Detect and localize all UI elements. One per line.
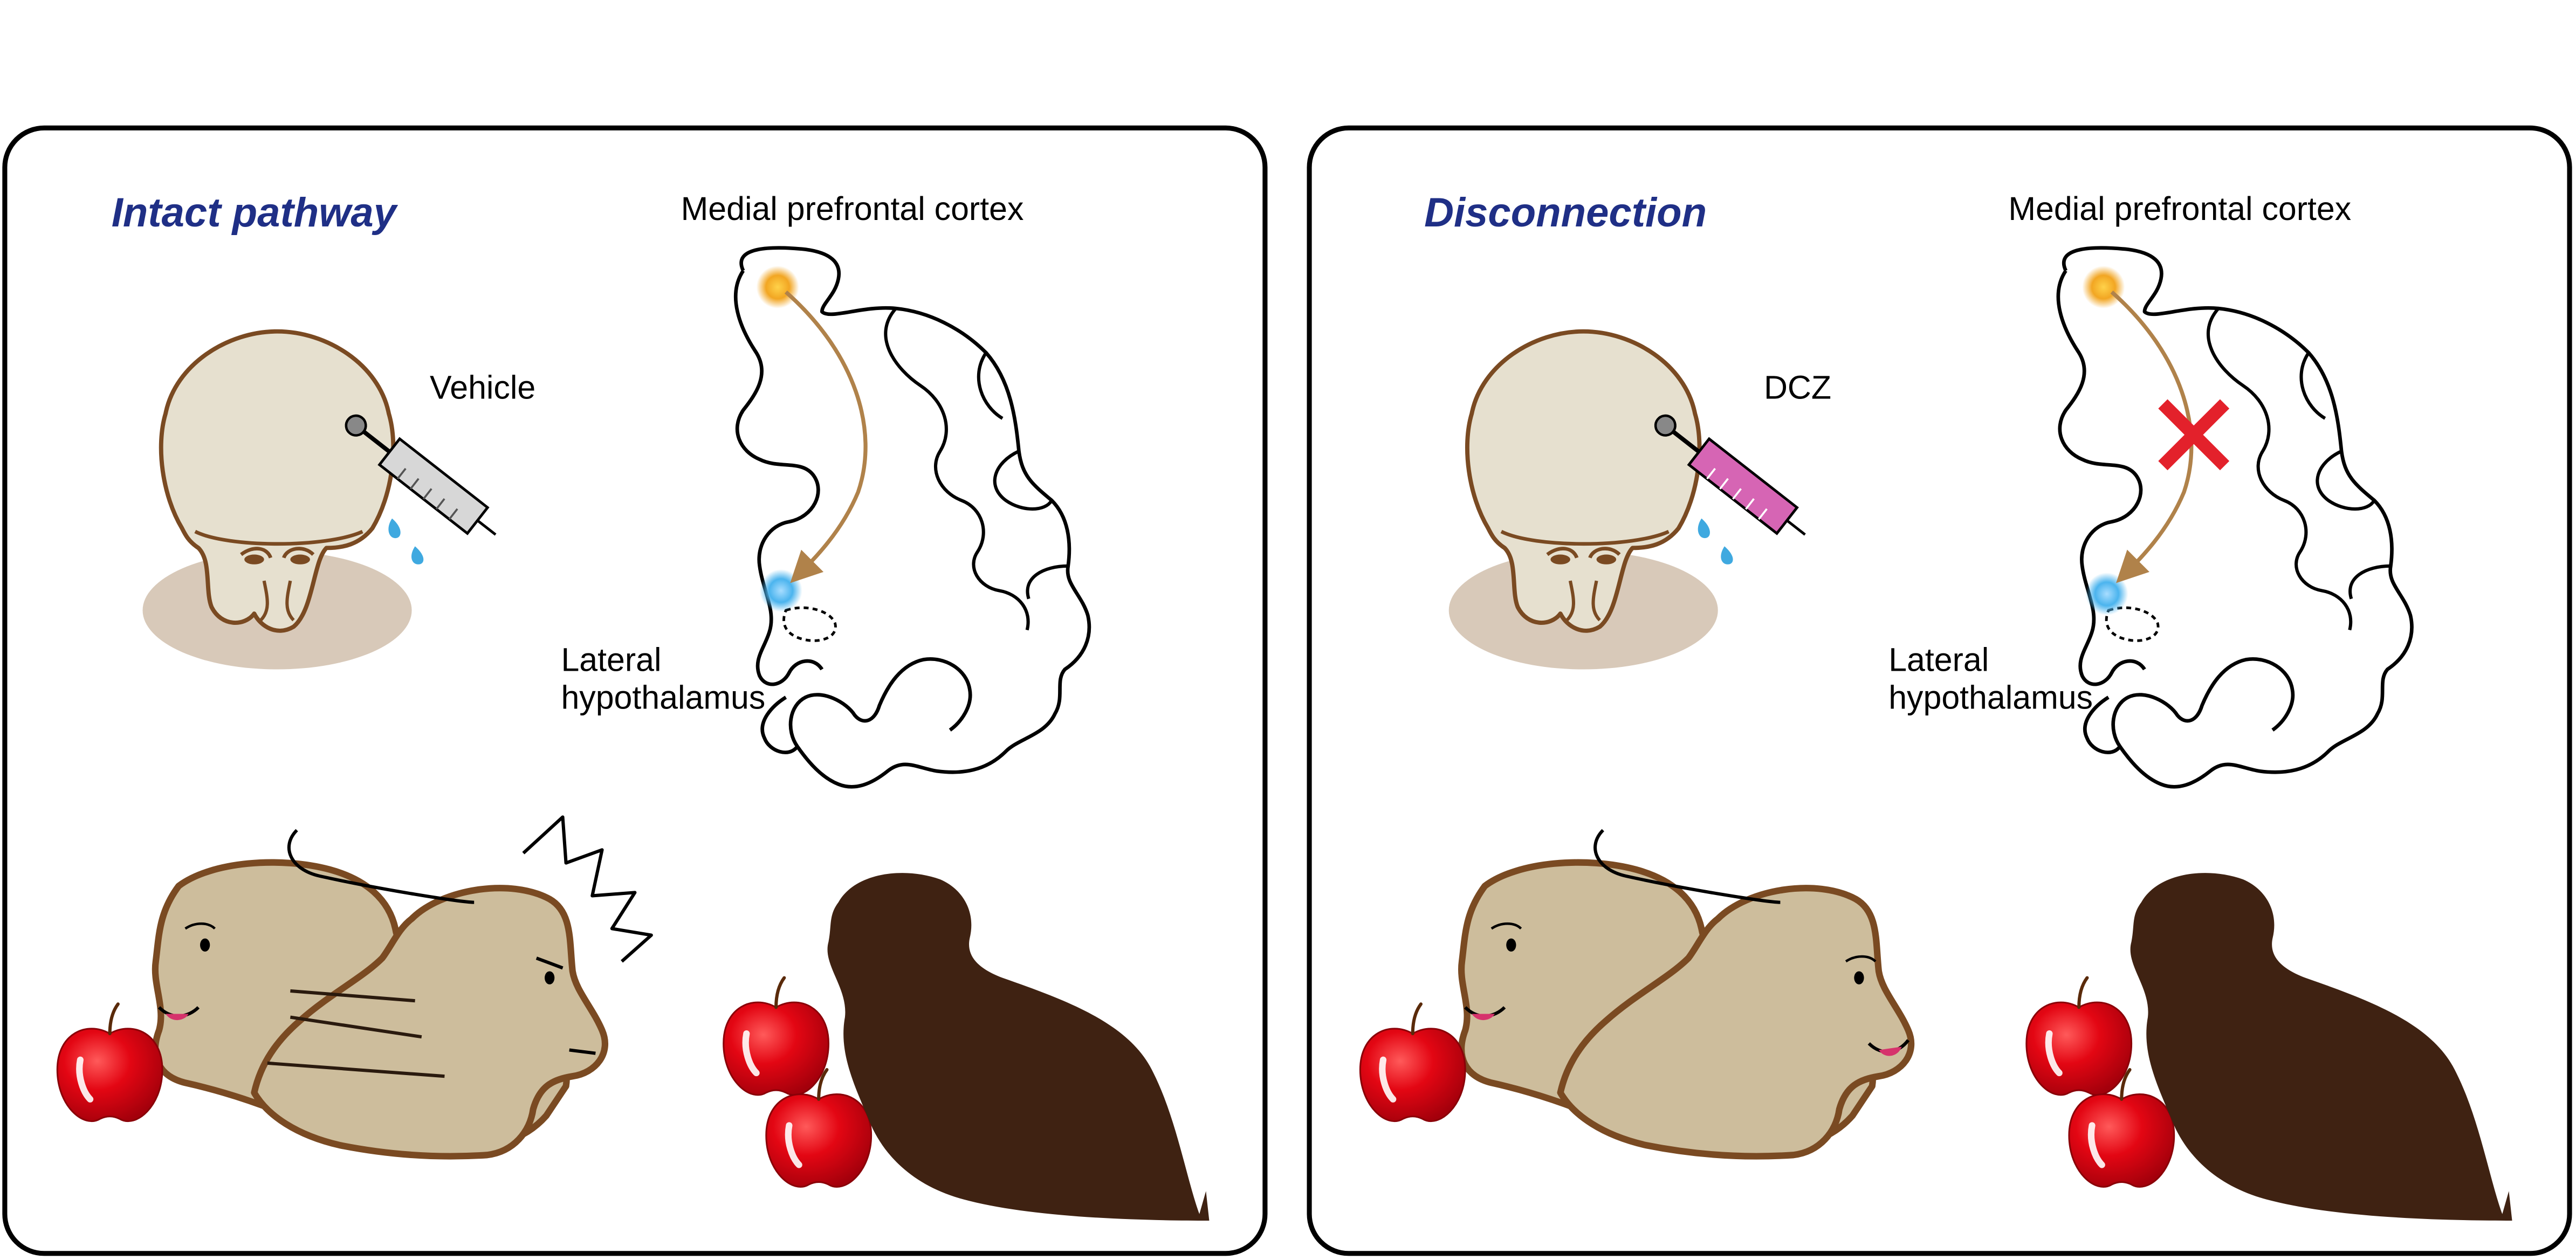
pathway-arrow (2110, 290, 2194, 583)
social-pair-icon (152, 815, 653, 1160)
region-label-mpfc: Medial prefrontal cortex (2008, 190, 2351, 227)
monkey-in-chair-icon (1449, 332, 1718, 670)
mpfc-dot-icon (2082, 265, 2125, 309)
drop-icon (388, 518, 401, 539)
panel-heading: Disconnection (1424, 190, 1707, 236)
monkey-in-chair-icon (143, 332, 412, 670)
panel-intact-pathway: Intact pathway Medial prefrontal cortex … (2, 125, 1268, 1256)
pathway-arrow (784, 290, 868, 583)
block-x-icon (2158, 399, 2230, 471)
drop-icon (1698, 518, 1710, 539)
panel-disconnection: Disconnection Medial prefrontal cortex D… (1307, 125, 2572, 1256)
vehicle-syringe-icon (345, 414, 497, 536)
drop-icon (1721, 546, 1733, 564)
lh-dot-icon (2085, 572, 2128, 616)
panel-heading: Intact pathway (112, 190, 399, 236)
injection-label: DCZ (1764, 369, 1831, 405)
brain-coronal-section-icon (736, 248, 1089, 787)
social-pair-icon (1458, 829, 1915, 1160)
region-label-lh: Lateral hypothalamus (561, 642, 765, 716)
dcz-syringe-icon (1654, 414, 1806, 536)
region-label-lh: Lateral hypothalamus (1888, 642, 2093, 716)
threat-burst-icon (522, 815, 653, 963)
mpfc-dot-icon (756, 265, 799, 309)
brain-coronal-section-icon (2058, 248, 2412, 787)
drop-icon (411, 546, 424, 564)
region-label-mpfc: Medial prefrontal cortex (681, 190, 1024, 227)
injection-label: Vehicle (430, 369, 535, 405)
